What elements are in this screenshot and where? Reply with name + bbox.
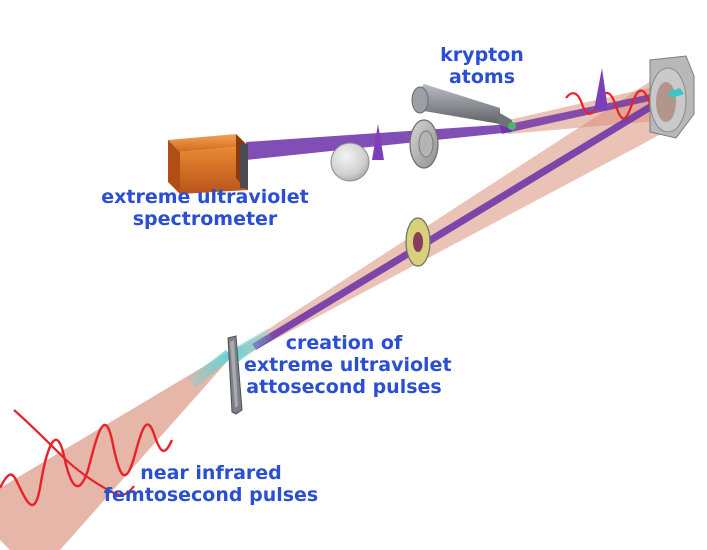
label-krypton-line2: atoms [448,66,516,88]
attosecond-spike-target [594,68,608,110]
label-nir-line1: near infrared [140,462,282,484]
filter-disc [405,217,431,267]
gas-cell-needle [227,335,243,415]
label-creation-line3: attosecond pulses [246,376,442,398]
xuv-beam-main [252,92,672,350]
mirror-disc [409,119,439,169]
label-creation: creation of extreme ultraviolet attoseco… [244,332,452,398]
label-krypton-line1: krypton [440,44,524,66]
focusing-mirror [649,55,695,139]
infrared-pulse-wave-lower [13,409,135,496]
label-nir-line2: femtosecond pulses [103,484,319,506]
infrared-pulse-wave [0,423,174,506]
xuv-cone-left [188,350,232,388]
label-near-infrared: near infrared femtosecond pulses [100,462,322,506]
infrared-beam-in [0,352,232,550]
label-creation-line1: creation of [285,332,403,354]
label-spectrometer-line2: spectrometer [132,208,278,230]
gas-nozzle [411,84,516,130]
label-spectrometer: extreme ultraviolet spectrometer [100,186,310,230]
spectrometer-box [168,134,248,194]
xuv-cone-right [232,328,272,362]
label-creation-line2: extreme ultraviolet [244,354,452,376]
attosecond-spike-spectrometer [372,124,384,160]
grating-sphere [330,142,370,182]
label-krypton-atoms: krypton atoms [422,44,542,88]
label-spectrometer-line1: extreme ultraviolet [101,186,309,208]
